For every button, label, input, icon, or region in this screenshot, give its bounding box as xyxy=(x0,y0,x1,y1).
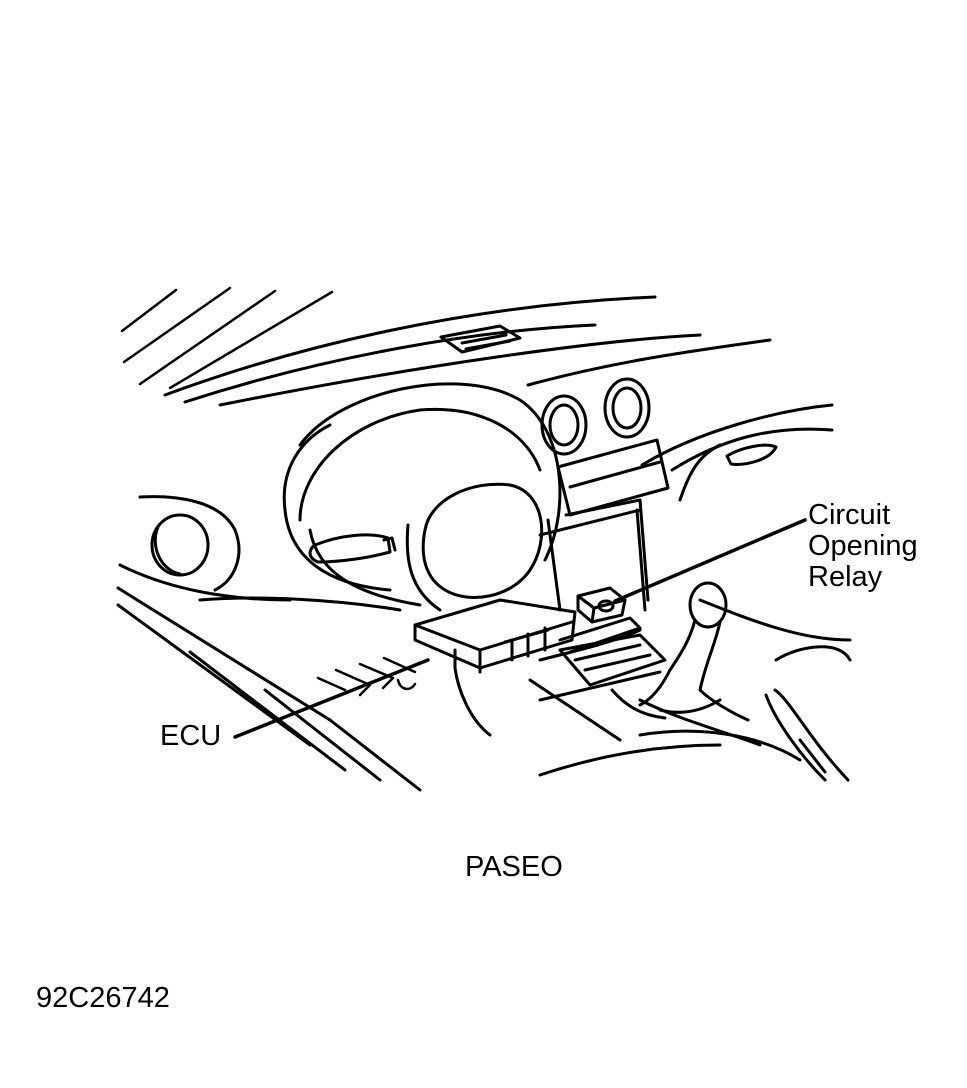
kick-panel-slots xyxy=(318,658,415,695)
wiper-stalk xyxy=(310,535,395,562)
dash-right-face xyxy=(672,429,832,470)
right-vent xyxy=(727,445,776,464)
circuit-opening-relay-label: Circuit Opening Relay xyxy=(808,500,918,593)
left-vent xyxy=(140,497,239,590)
relay-label-line-1: Circuit xyxy=(808,499,891,531)
figure-code: 92C26742 xyxy=(36,982,170,1014)
passenger-seat xyxy=(540,647,850,780)
relay-leader-line xyxy=(615,520,805,601)
steering-hub xyxy=(407,484,541,610)
center-gauges xyxy=(542,379,649,454)
console xyxy=(530,635,665,740)
glovebox-edge xyxy=(680,445,720,500)
ecu-leader-line xyxy=(235,660,428,737)
dash-top-rear xyxy=(220,335,700,405)
lower-dash-left xyxy=(120,565,290,600)
dash-top-edge xyxy=(165,297,655,395)
circuit-opening-relay xyxy=(578,588,625,622)
dash-top-edge-inner xyxy=(185,325,595,402)
model-caption: PASEO xyxy=(465,851,563,883)
floor-right xyxy=(700,600,850,640)
ecu-label: ECU xyxy=(160,720,222,752)
steering-wheel xyxy=(284,384,560,605)
center-stack xyxy=(540,440,668,610)
dash-right-contour xyxy=(528,340,770,385)
wiring-harness xyxy=(540,630,640,660)
windshield-hatching xyxy=(122,288,332,388)
floor-lines xyxy=(118,588,420,790)
dash-right-lower xyxy=(642,405,832,465)
seat-edge xyxy=(640,700,760,745)
ecu-bracket xyxy=(560,618,640,652)
relay-label-line-2: Opening xyxy=(808,530,918,562)
ecu-box xyxy=(415,600,575,735)
defroster-vent xyxy=(441,326,520,352)
relay-label-line-3: Relay xyxy=(808,561,883,593)
lower-dash-trim xyxy=(200,598,400,610)
